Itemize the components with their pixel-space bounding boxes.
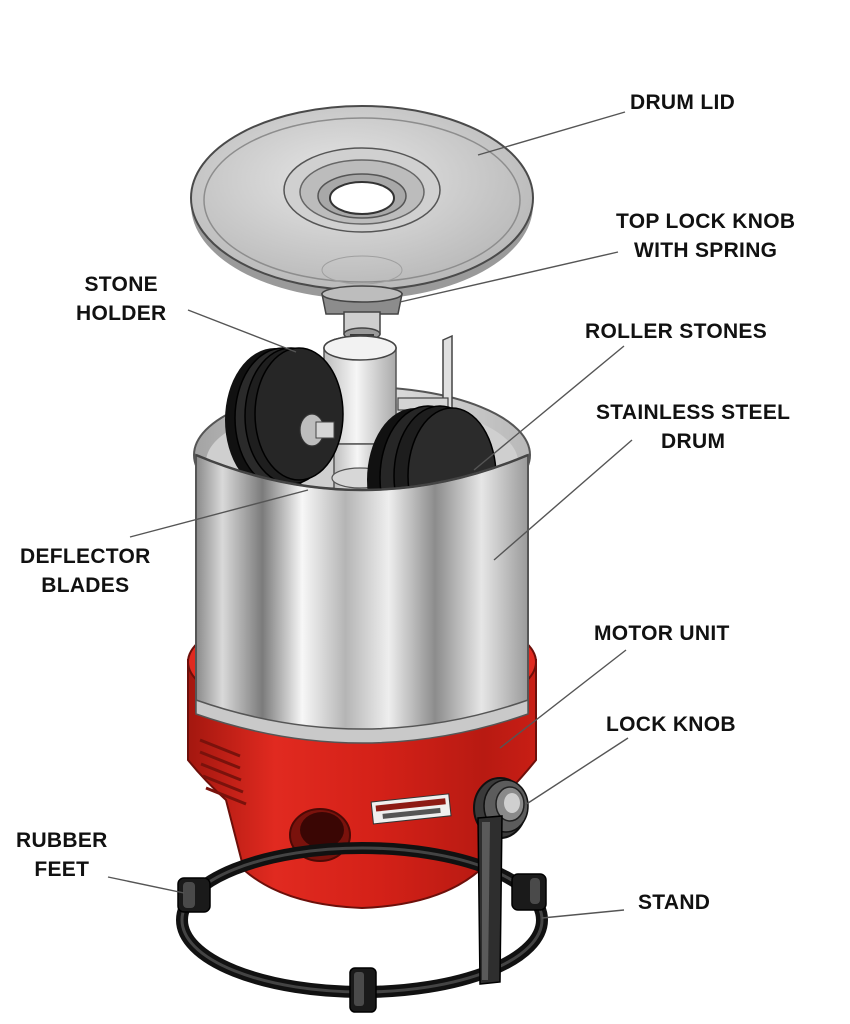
label-line: DRUM LID <box>630 91 736 114</box>
label-top-lock-knob: TOP LOCK KNOB WITH SPRING <box>616 207 795 265</box>
label-stone-holder: STONE HOLDER <box>76 270 166 328</box>
roller-stone-left <box>225 347 344 492</box>
leader-drum-lid <box>477 111 626 156</box>
label-roller-stones: ROLLER STONES <box>585 317 767 346</box>
leader-deflector-blades <box>129 489 309 538</box>
label-line: DEFLECTOR <box>20 545 151 568</box>
label-stainless-steel-drum: STAINLESS STEEL DRUM <box>596 398 790 456</box>
label-line: DRUM <box>661 430 726 453</box>
label-lock-knob: LOCK KNOB <box>606 710 736 739</box>
label-line: TOP LOCK KNOB <box>616 210 796 233</box>
label-motor-unit: MOTOR UNIT <box>594 619 730 648</box>
leader-stone-holder <box>187 309 297 353</box>
stainless-steel-drum-part <box>195 453 529 744</box>
leader-roller-stones <box>473 345 625 471</box>
drum-lid-part <box>190 105 534 299</box>
label-line: WITH SPRING <box>634 239 778 262</box>
label-drum-lid: DRUM LID <box>630 88 735 117</box>
leader-stand <box>541 909 625 919</box>
leader-top-lock-knob <box>399 251 619 303</box>
label-line: STAND <box>638 891 711 914</box>
label-line: RUBBER <box>16 829 108 852</box>
leader-rubber-feet <box>107 876 185 894</box>
label-line: ROLLER STONES <box>585 320 768 343</box>
label-line: STONE <box>84 273 158 296</box>
label-deflector-blades: DEFLECTOR BLADES <box>20 542 151 600</box>
label-stand: STAND <box>638 888 710 917</box>
label-line: MOTOR UNIT <box>594 622 730 645</box>
leader-lock-knob <box>524 737 629 806</box>
label-rubber-feet: RUBBER FEET <box>16 826 108 884</box>
label-line: STAINLESS STEEL <box>596 401 791 424</box>
label-line: FEET <box>34 858 90 881</box>
rubber-feet-part <box>177 873 547 1013</box>
leader-stainless-steel-drum <box>493 439 633 561</box>
label-line: BLADES <box>41 574 130 597</box>
leader-motor-unit <box>499 649 627 749</box>
label-line: LOCK KNOB <box>606 713 736 736</box>
label-line: HOLDER <box>76 302 167 325</box>
